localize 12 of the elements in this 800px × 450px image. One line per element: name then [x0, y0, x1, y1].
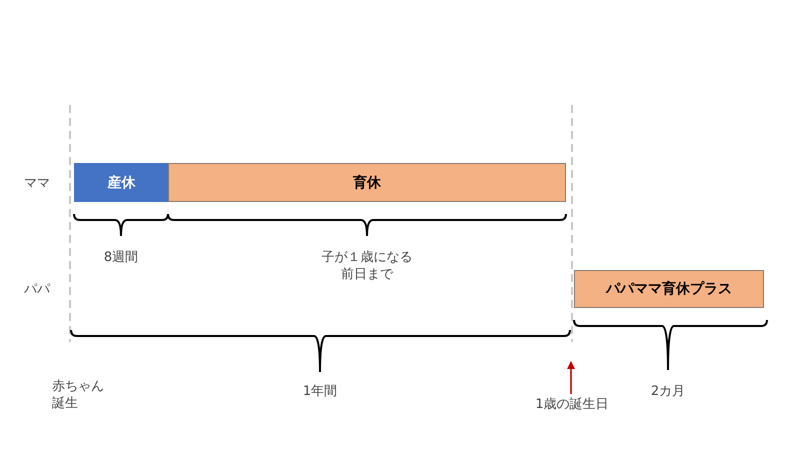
duration-label: 1年間	[302, 383, 338, 400]
duration-label: 2カ月	[650, 383, 686, 400]
event-label: 赤ちゃん誕生	[52, 378, 105, 412]
maternity-leave-bar: 産休	[74, 163, 169, 202]
extension-leave-bar: パパママ育休プラス	[574, 270, 764, 308]
childcare-leave-bar: 育休	[168, 163, 566, 202]
duration-label: 子が１歳になる前日まで	[321, 249, 413, 283]
row-label: パパ	[24, 281, 52, 298]
row-label: ママ	[24, 175, 51, 192]
date-label: 1歳の誕生日	[522, 396, 622, 413]
arrow	[567, 361, 575, 394]
duration-label: 8週間	[102, 249, 140, 266]
